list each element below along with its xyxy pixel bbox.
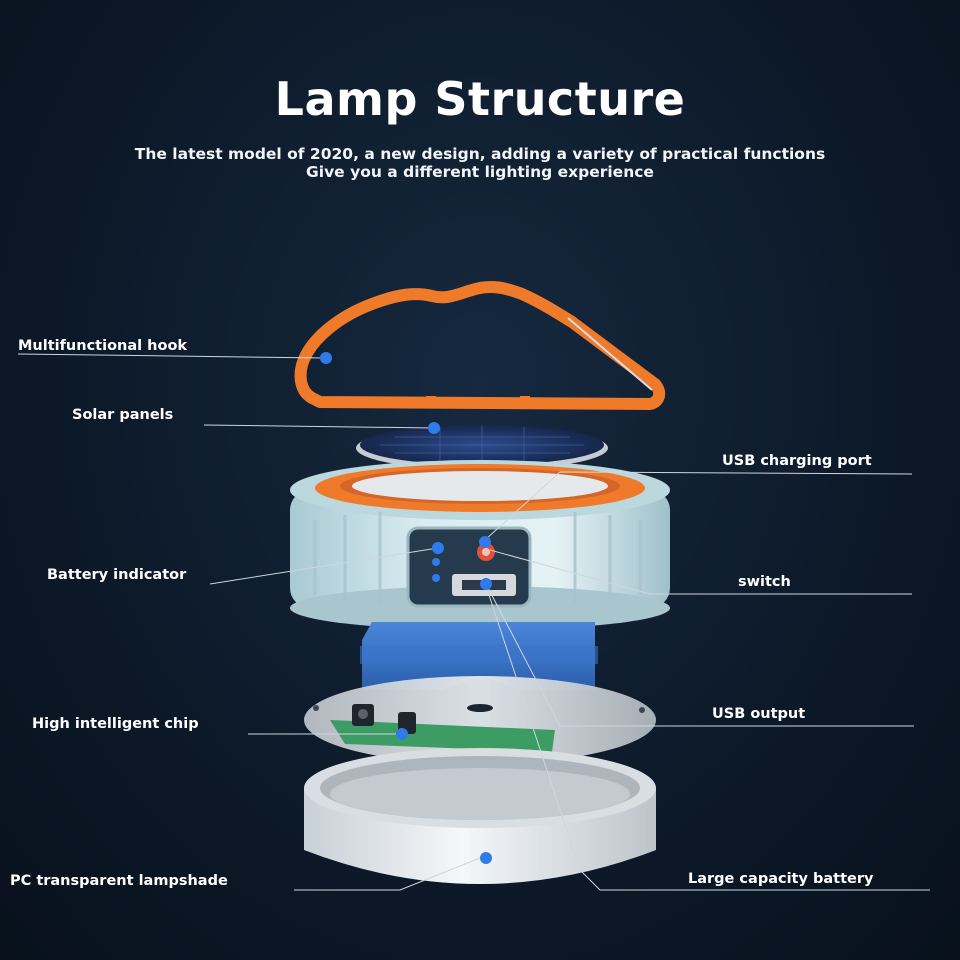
label-switch: switch [738, 574, 791, 590]
label-usb-charging-port: USB charging port [722, 453, 872, 469]
label-usb-output: USB output [712, 706, 806, 722]
label-solar-panels: Solar panels [72, 407, 174, 423]
label-battery-indicator: Battery indicator [47, 567, 187, 583]
label-multifunctional-hook: Multifunctional hook [18, 338, 188, 354]
leader-lines [17, 353, 930, 891]
callout-dots [320, 352, 492, 864]
page-title: Lamp Structure [274, 72, 686, 126]
circuit-plate-illustration [304, 676, 656, 764]
label-pc-transparent-lampshade: PC transparent lampshade [10, 873, 228, 889]
subtitle-line-1: The latest model of 2020, a new design, … [134, 145, 826, 163]
label-high-intelligent-chip: High intelligent chip [32, 716, 199, 732]
lampshade-illustration [304, 748, 656, 884]
lamp-body-illustration [290, 460, 670, 630]
bracket-illustration [360, 622, 598, 690]
subtitle-line-2: Give you a different lighting experience [306, 163, 654, 181]
hook-illustration [294, 281, 666, 410]
solar-panel-illustration [356, 425, 608, 470]
label-large-capacity-battery: Large capacity battery [688, 871, 874, 887]
